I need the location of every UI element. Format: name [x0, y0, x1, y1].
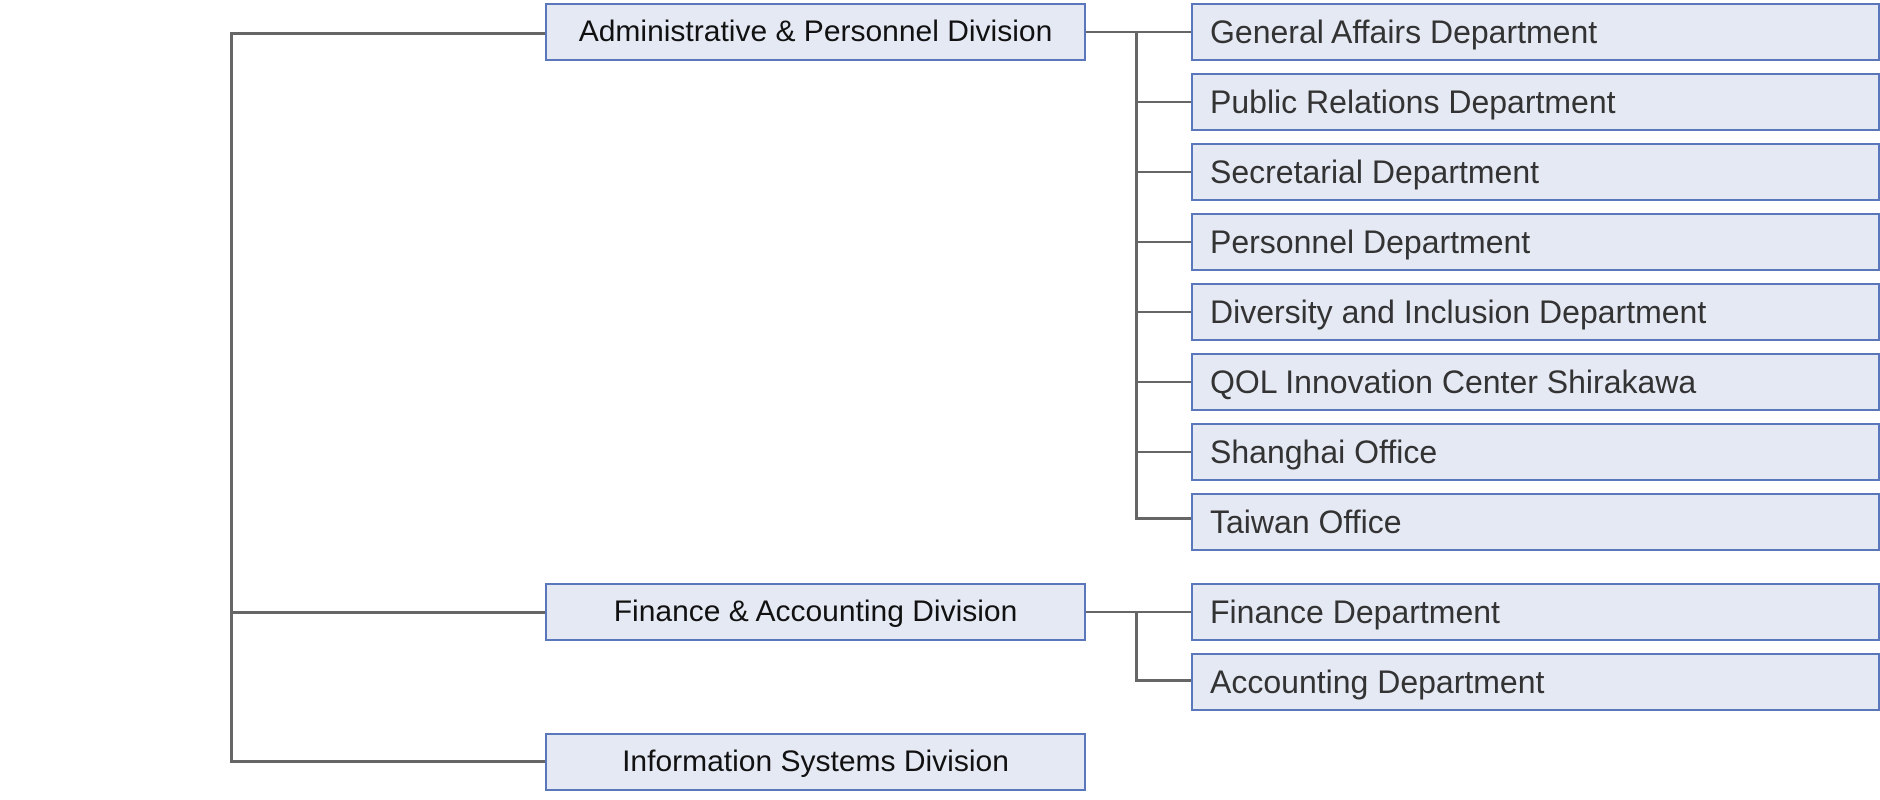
connector-finance	[230, 611, 546, 614]
admin-branch	[1135, 101, 1192, 103]
dept-label: Public Relations Department	[1210, 83, 1616, 120]
dept-shanghai-office[interactable]: Shanghai Office	[1191, 423, 1880, 481]
dept-finance[interactable]: Finance Department	[1191, 583, 1880, 641]
connector-admin	[230, 32, 546, 35]
dept-qol-innovation-center[interactable]: QOL Innovation Center Shirakawa	[1191, 353, 1880, 411]
admin-bracket-vertical	[1135, 31, 1138, 520]
division-label: Information Systems Division	[622, 745, 1009, 778]
dept-label: Accounting Department	[1210, 663, 1545, 700]
dept-general-affairs[interactable]: General Affairs Department	[1191, 3, 1880, 61]
dept-secretarial[interactable]: Secretarial Department	[1191, 143, 1880, 201]
dept-label: General Affairs Department	[1210, 13, 1598, 50]
admin-branch	[1135, 381, 1192, 383]
dept-taiwan-office[interactable]: Taiwan Office	[1191, 493, 1880, 551]
connector-infosys	[230, 760, 546, 763]
dept-personnel[interactable]: Personnel Department	[1191, 213, 1880, 271]
division-finance-accounting[interactable]: Finance & Accounting Division	[545, 583, 1086, 641]
finance-bracket-vertical	[1135, 611, 1138, 681]
admin-branch	[1135, 241, 1192, 243]
admin-branch	[1135, 311, 1192, 313]
admin-branch	[1135, 171, 1192, 173]
division-admin-personnel[interactable]: Administrative & Personnel Division	[545, 3, 1086, 61]
dept-diversity-inclusion[interactable]: Diversity and Inclusion Department	[1191, 283, 1880, 341]
dept-label: Shanghai Office	[1210, 433, 1438, 470]
root-trunk-line	[230, 32, 233, 762]
dept-label: Diversity and Inclusion Department	[1210, 293, 1707, 330]
dept-public-relations[interactable]: Public Relations Department	[1191, 73, 1880, 131]
division-information-systems[interactable]: Information Systems Division	[545, 733, 1086, 791]
dept-accounting[interactable]: Accounting Department	[1191, 653, 1880, 711]
admin-branch	[1135, 451, 1192, 453]
finance-branch	[1135, 679, 1192, 682]
dept-label: Taiwan Office	[1210, 503, 1402, 540]
division-label: Administrative & Personnel Division	[578, 15, 1053, 48]
admin-bracket-stub	[1086, 31, 1192, 33]
dept-label: Finance Department	[1210, 593, 1500, 630]
dept-label: QOL Innovation Center Shirakawa	[1210, 363, 1697, 400]
finance-bracket-stub	[1086, 611, 1192, 613]
division-label: Finance & Accounting Division	[613, 595, 1018, 628]
admin-branch	[1135, 517, 1192, 520]
dept-label: Personnel Department	[1210, 223, 1531, 260]
dept-label: Secretarial Department	[1210, 153, 1540, 190]
